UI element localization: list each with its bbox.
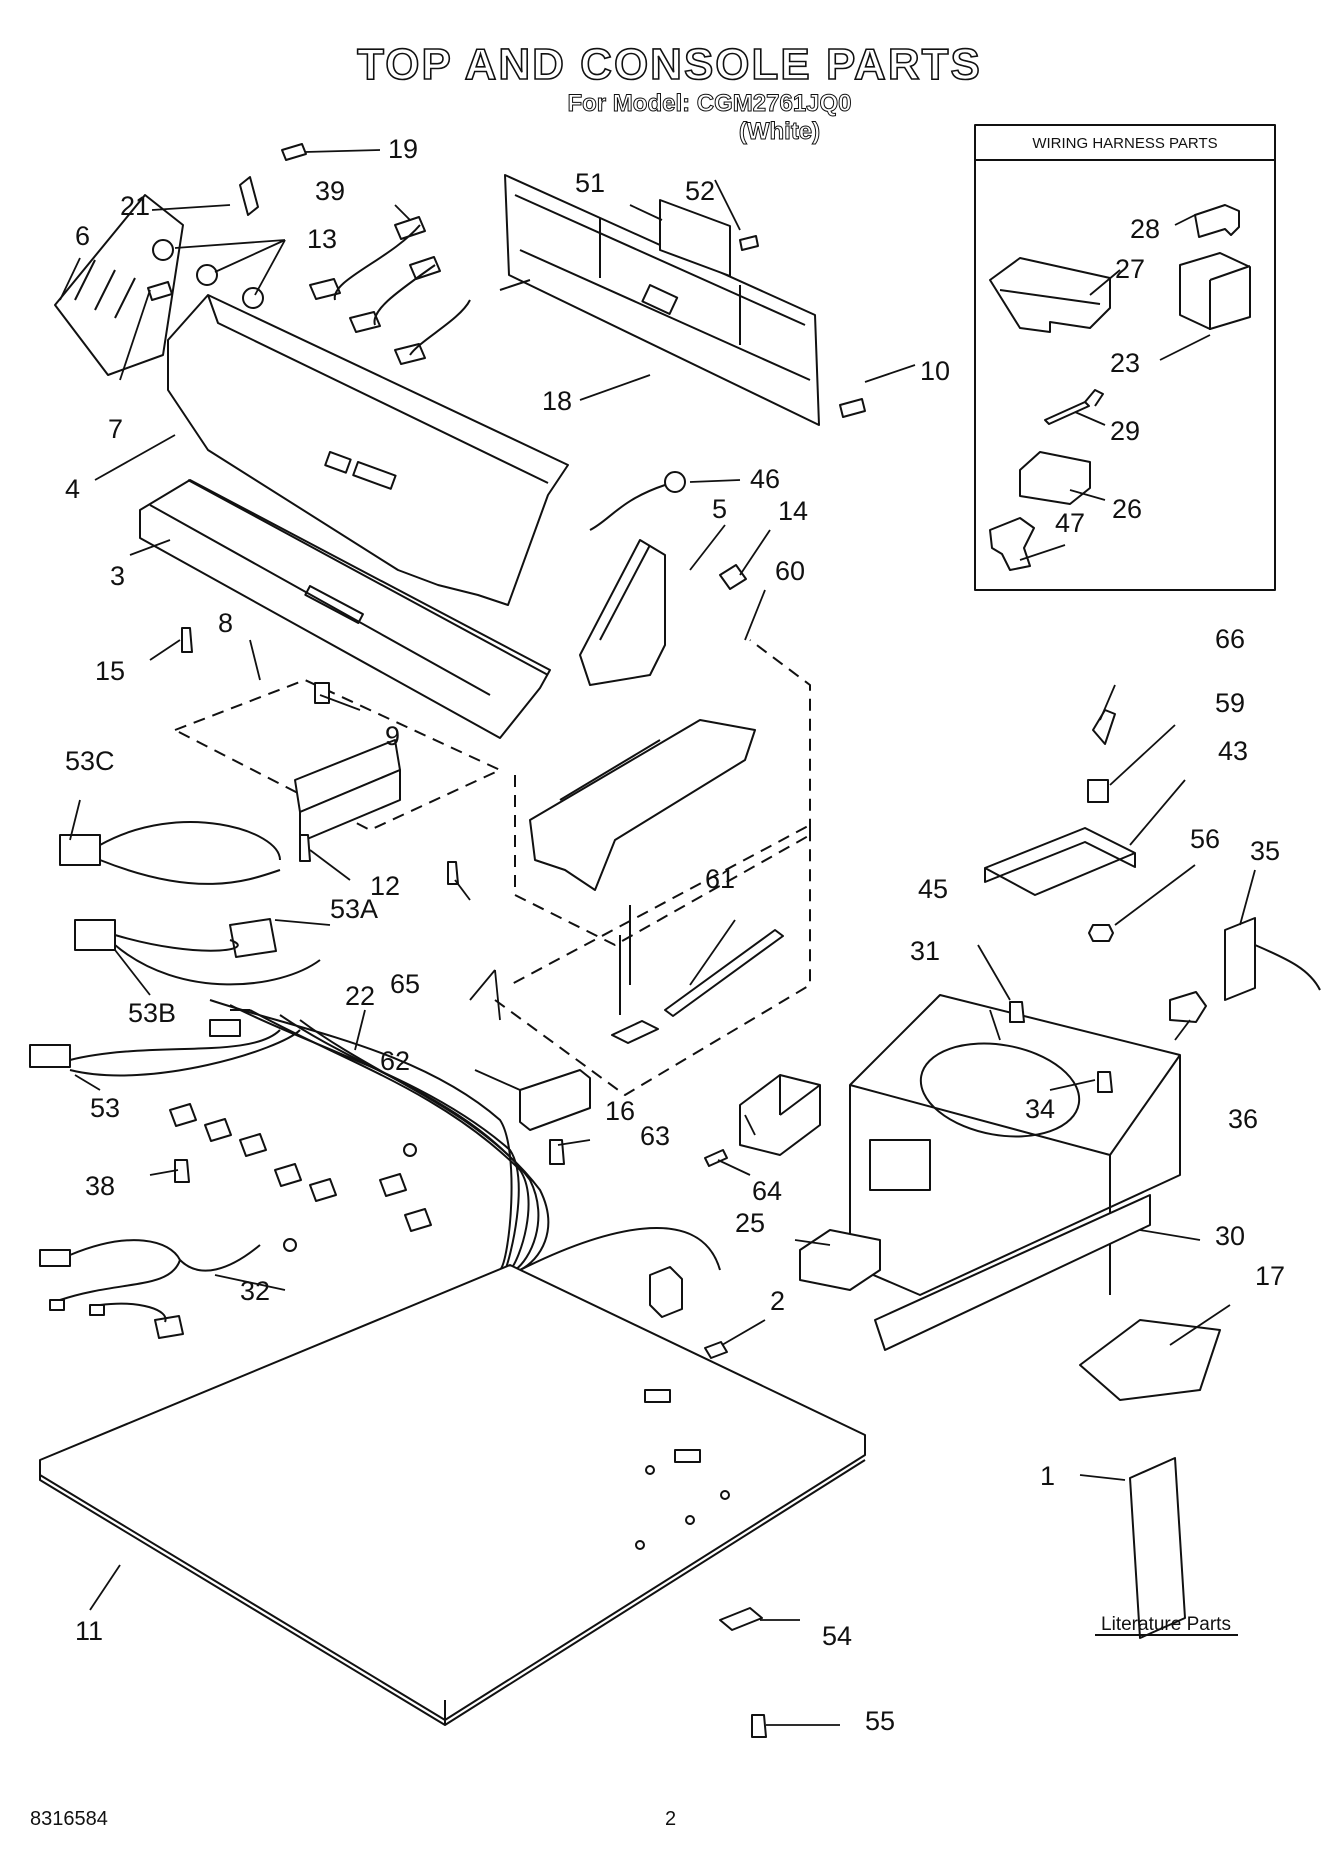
part-label: 22 [345, 981, 375, 1011]
part-label: 36 [1228, 1104, 1258, 1134]
part-label: 23 [1110, 348, 1140, 378]
part-label: 59 [1215, 688, 1245, 718]
part-label: 21 [120, 191, 150, 221]
part-label: 13 [307, 224, 337, 254]
part-label: 7 [108, 414, 123, 444]
model-line: For Model: CGM2761JQ0 [567, 90, 852, 118]
part-label: 52 [685, 176, 715, 206]
part-label: 19 [388, 134, 418, 164]
part-label: 54 [822, 1621, 852, 1651]
part-label: 26 [1112, 494, 1142, 524]
part-label: 35 [1250, 836, 1280, 866]
part-label: 8 [218, 608, 233, 638]
part-label: 43 [1218, 736, 1248, 766]
part-label: 2 [770, 1286, 785, 1316]
part-label: 27 [1115, 254, 1145, 284]
leader-lines [59, 149, 1256, 1726]
part-label: 10 [920, 356, 950, 386]
part-label: 34 [1025, 1094, 1055, 1124]
wiring-harness-box: WIRING HARNESS PARTS [974, 124, 1276, 591]
part-label: 14 [778, 496, 808, 526]
part-label: 11 [75, 1616, 103, 1646]
part-label: 6 [75, 221, 90, 251]
part-label: 9 [385, 721, 400, 751]
part-label: 55 [865, 1706, 895, 1736]
part-label: 61 [705, 864, 735, 894]
part-label: 32 [240, 1276, 270, 1306]
literature-label: Literature Parts [1101, 1614, 1231, 1635]
part-label: 53B [128, 998, 176, 1028]
part-label: 1 [1040, 1461, 1055, 1491]
part-label: 12 [370, 871, 400, 901]
part-label: 51 [575, 168, 605, 198]
part-label: 31 [910, 936, 940, 966]
part-label: 38 [85, 1171, 115, 1201]
part-label: 39 [315, 176, 345, 206]
part-label: 18 [542, 386, 572, 416]
page-number: 2 [665, 1808, 677, 1830]
part-label: 17 [1255, 1261, 1285, 1291]
part-number-labels: 19 21 39 13 6 7 4 3 51 52 18 10 46 5 14 … [65, 134, 1285, 1736]
part-label: 4 [65, 474, 80, 504]
color-line: (White) [738, 118, 821, 146]
part-label: 28 [1130, 214, 1160, 244]
part-label: 29 [1110, 416, 1140, 446]
part-label: 63 [640, 1121, 670, 1151]
part-label: 15 [95, 656, 125, 686]
part-label: 46 [750, 464, 780, 494]
wiring-box-title: WIRING HARNESS PARTS [1032, 135, 1217, 152]
part-label: 25 [735, 1208, 765, 1238]
part-label: 3 [110, 561, 125, 591]
part-label: 45 [918, 874, 948, 904]
doc-number: 8316584 [30, 1808, 108, 1830]
part-label: 66 [1215, 624, 1245, 654]
part-label: 53C [65, 746, 115, 776]
part-label: 53 [90, 1093, 120, 1123]
part-label: 53A [330, 894, 378, 924]
part-label: 65 [390, 969, 420, 999]
part-label: 56 [1190, 824, 1220, 854]
part-label: 5 [712, 494, 727, 524]
part-label: 60 [775, 556, 805, 586]
part-label: 47 [1055, 508, 1085, 538]
page-title: TOP AND CONSOLE PARTS [356, 39, 982, 90]
part-label: 30 [1215, 1221, 1245, 1251]
part-label: 62 [380, 1046, 410, 1076]
part-label: 16 [605, 1096, 635, 1126]
part-label: 64 [752, 1176, 782, 1206]
